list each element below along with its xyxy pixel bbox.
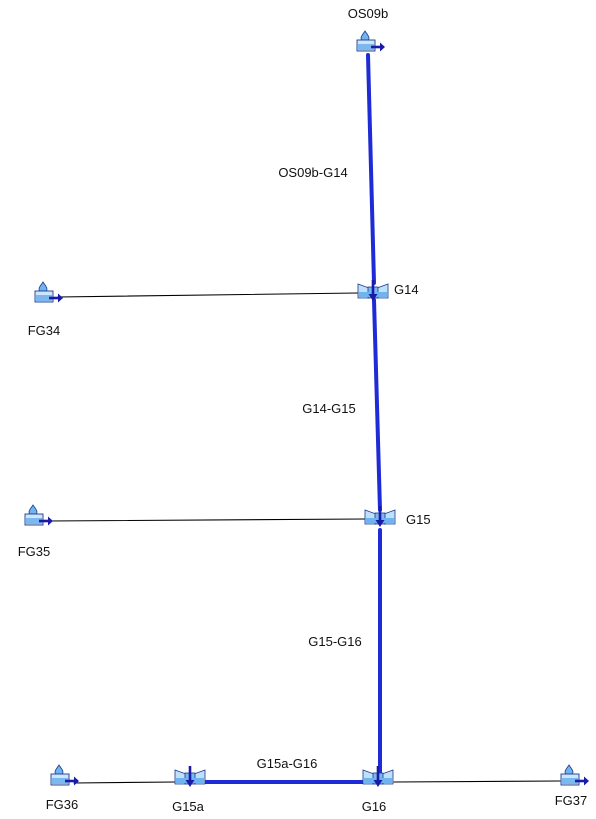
connector-fg37-g16[interactable] <box>393 780 561 783</box>
node-label-g14: G14 <box>394 282 419 297</box>
junction-icon[interactable] <box>174 764 206 788</box>
node-label-g15: G15 <box>406 512 431 527</box>
reach-link-g14-g15[interactable] <box>372 298 382 512</box>
node-fg36[interactable]: FG36 <box>46 764 80 812</box>
junction-icon[interactable] <box>357 278 389 302</box>
subbasin-icon[interactable] <box>560 764 590 787</box>
node-g15a[interactable]: G15a <box>172 764 206 814</box>
node-label-fg35: FG35 <box>18 544 51 559</box>
node-g14[interactable]: G14 <box>357 278 419 302</box>
junction-icon[interactable] <box>362 764 394 788</box>
node-label-fg37: FG37 <box>555 793 588 808</box>
connector-fg34-g14[interactable] <box>57 292 359 298</box>
node-fg34[interactable]: FG34 <box>28 281 64 338</box>
node-label-fg34: FG34 <box>28 323 61 338</box>
connector-fg36-g15a[interactable] <box>73 781 177 784</box>
link-label-g15-g16: G15-G16 <box>308 634 361 649</box>
node-fg35[interactable]: FG35 <box>18 504 54 559</box>
subbasin-icon[interactable] <box>50 764 80 787</box>
subbasin-icon[interactable] <box>24 504 54 527</box>
node-fg37[interactable]: FG37 <box>555 764 590 808</box>
node-g16[interactable]: G16 <box>362 764 394 814</box>
node-os09b[interactable]: OS09b <box>348 6 388 53</box>
connector-fg35-g15[interactable] <box>47 518 366 522</box>
node-label-g15a: G15a <box>172 799 205 814</box>
subbasin-icon[interactable] <box>356 30 386 53</box>
node-label-fg36: FG36 <box>46 797 79 812</box>
node-label-g16: G16 <box>362 799 387 814</box>
link-label-g15a-g16: G15a-G16 <box>257 756 318 771</box>
junction-icon[interactable] <box>364 504 396 528</box>
subbasin-icon[interactable] <box>34 281 64 304</box>
node-g15[interactable]: G15 <box>364 504 431 528</box>
link-label-os09b-g14: OS09b-G14 <box>278 165 347 180</box>
reach-link-os09b-g14[interactable] <box>366 53 376 285</box>
link-label-g14-g15: G14-G15 <box>302 401 355 416</box>
node-label-os09b: OS09b <box>348 6 388 21</box>
